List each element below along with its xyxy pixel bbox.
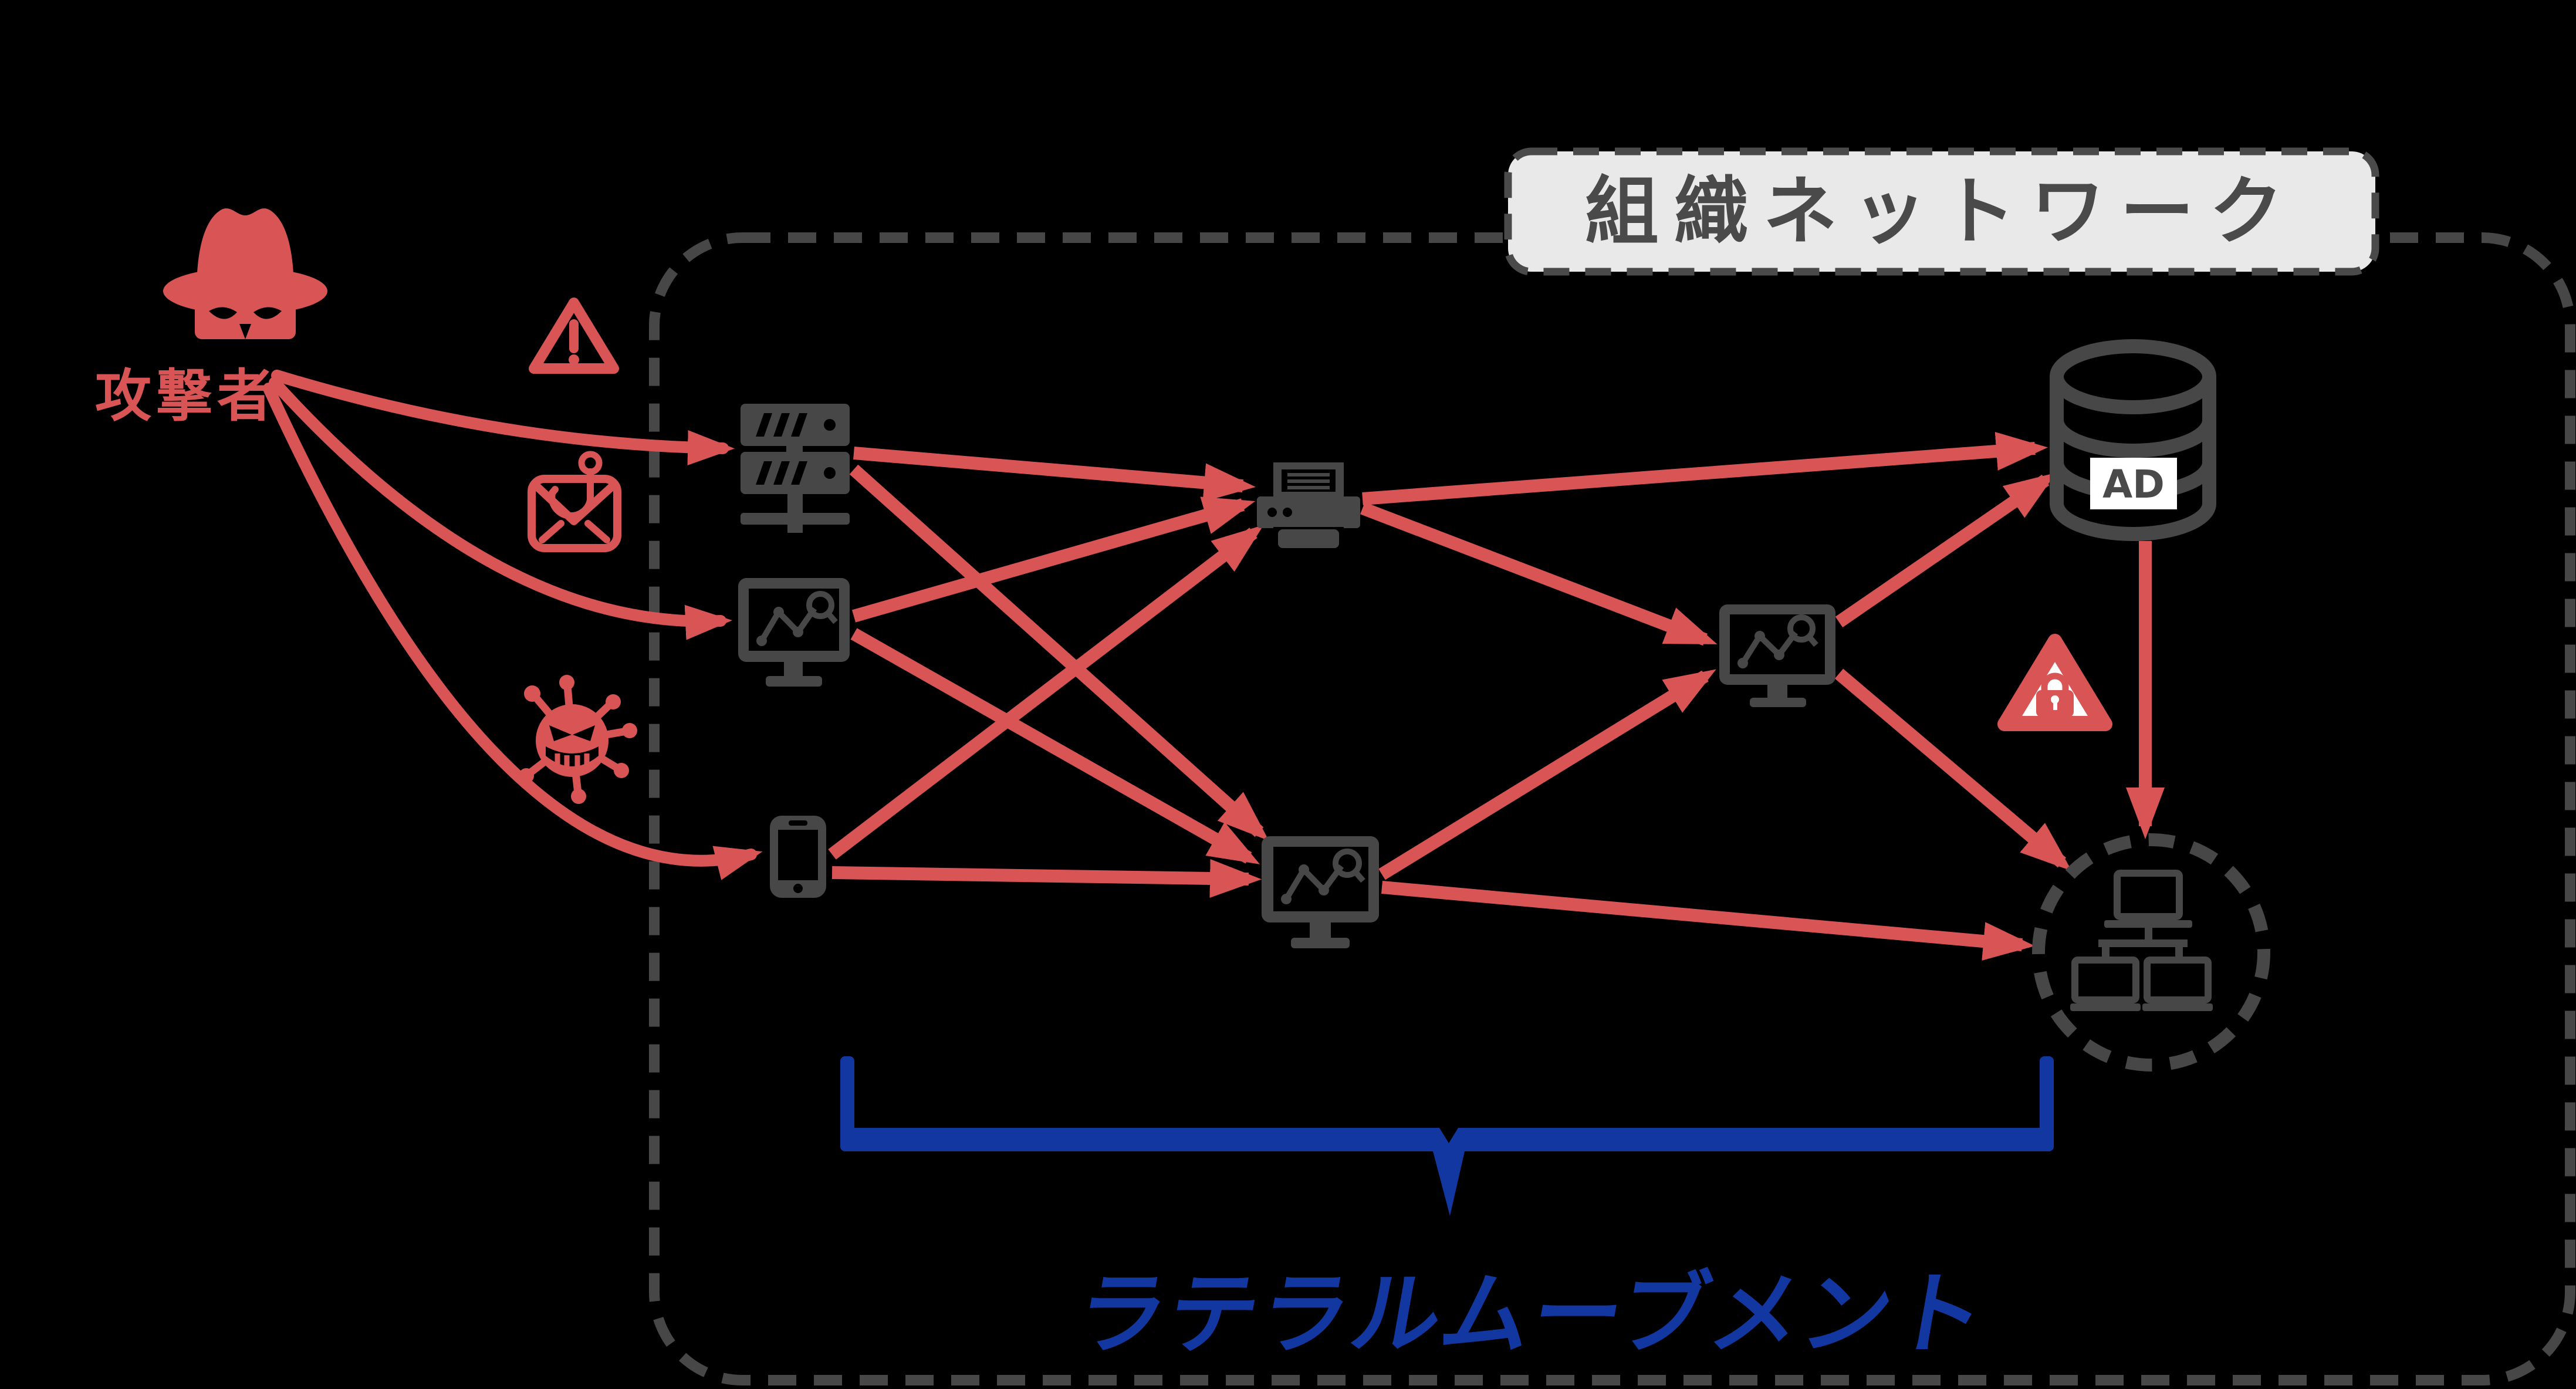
spy-eye-right [253,307,282,319]
initial-intrusion-arrows [263,370,763,880]
arrow-workstation-right-to-network-segment [1834,668,2072,871]
ad-label-plate [2090,458,2177,509]
arrow-workstation-center-to-network-segment [1381,881,2035,961]
workstation-monitor-left-icon [738,578,850,687]
arrow-printer-to-workstation-right [1360,502,1718,646]
network-title-box: 組織ネットワーク [1504,147,2379,276]
alert-triangle-outline [529,298,619,374]
envelope-body [528,475,621,552]
magnifier-icon [806,591,834,619]
printer-icon [1257,462,1360,548]
envelope-fold-left [539,520,564,543]
workstation-monitor-right-icon [1719,604,1835,707]
magnifier-icon [1333,849,1362,878]
workstation-monitor-center-icon [1262,836,1379,948]
ad-label: AD [2102,462,2165,507]
alert-triangle-icon [529,298,619,374]
arrow-server-to-printer [853,447,1256,502]
virus-teeth [555,753,590,769]
arrow-printer-to-ad [1362,432,2048,505]
network-boundary [649,232,2575,1385]
hook-shank [548,468,594,520]
alert-exclamation-dot [569,354,579,365]
brace-center-notch [1439,1128,1458,1143]
lateral-movement-brace [840,1056,2054,1216]
locked-data-warning-icon [1997,634,2112,731]
arrow-smartphone-to-printer [828,525,1264,860]
attacker-label: 攻撃者 [95,363,278,429]
network-segment-icon [2032,833,2270,1072]
arrow-workstation-center-to-workstation-right [1378,669,1716,880]
spy-attacker-icon [163,208,327,339]
arrow-workstation-left-to-printer [851,496,1256,623]
lateral-movement-label: ラテラルムーブメント [1069,1263,1995,1367]
arrow-attacker-to-smartphone [263,383,763,880]
smartphone-icon [770,816,826,898]
network-title: 組織ネットワーク [1585,168,2298,255]
arrow-smartphone-to-workstation-center [831,859,1262,898]
virus-eye-right [573,725,595,741]
arrow-server-to-workstation-center [849,464,1269,841]
lateral-movement-arrows [828,432,2165,961]
arrow-workstation-right-to-ad [1835,472,2057,628]
magnifier-icon [1787,614,1816,643]
server-slots [756,413,836,485]
server-led [824,467,836,479]
spy-eye-left [209,307,237,319]
spy-nose-gap [239,324,251,339]
envelope-fold-right [584,520,610,543]
arrow-workstation-left-to-workstation-center [850,628,1260,864]
segment-dashed-ring [2032,833,2270,1072]
arrow-attacker-to-workstation-left [269,377,732,640]
virus-eye-left [549,725,572,741]
arrow-attacker-to-server [271,370,735,466]
lock-shackle [2041,672,2069,691]
server-icon [741,404,850,533]
malware-virus-icon [519,675,637,804]
active-directory-database-icon [2050,339,2216,541]
server-led [824,419,836,431]
phishing-mail-hook-icon [528,451,621,552]
